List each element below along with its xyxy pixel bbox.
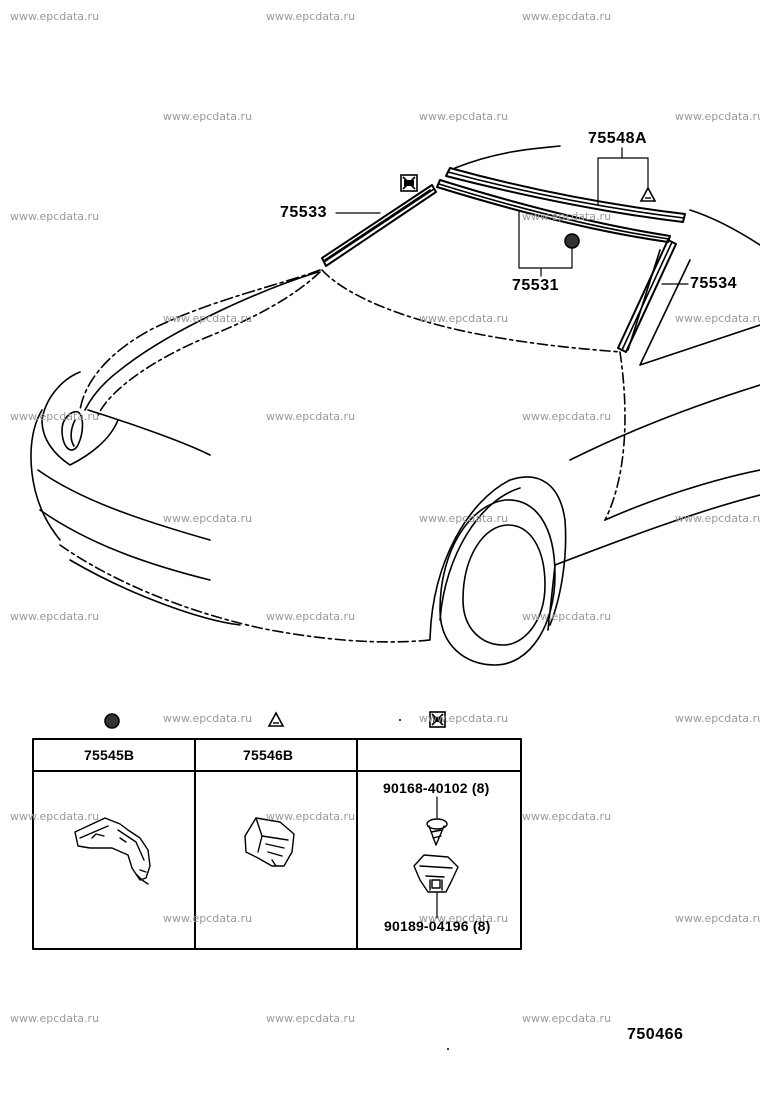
hood-crease: [84, 271, 319, 411]
watermark: www.epcdata.ru: [675, 712, 760, 725]
watermark: www.epcdata.ru: [522, 210, 612, 223]
watermark: www.epcdata.ru: [10, 1012, 100, 1025]
wheel-arch-inner: [439, 487, 521, 621]
watermark: www.epcdata.ru: [522, 810, 612, 823]
bumper-lower: [59, 544, 431, 643]
arch-lower-line: [547, 564, 556, 631]
watermark: www.epcdata.ru: [419, 512, 509, 525]
callout-75531: 75531: [512, 277, 559, 294]
watermark: www.epcdata.ru: [675, 110, 760, 123]
watermark: www.epcdata.ru: [266, 1012, 356, 1025]
windshield-left-edge: [324, 189, 431, 261]
nose-left: [30, 409, 61, 541]
watermark: www.epcdata.ru: [10, 410, 100, 423]
triangle-symbol-drawing: [639, 186, 657, 202]
molding-75533: [321, 184, 437, 267]
circle-symbol-drawing: [564, 233, 580, 249]
watermark: www.epcdata.ru: [419, 712, 509, 725]
hood-front: [87, 409, 211, 456]
table-header-75546B: 75546B: [243, 747, 294, 763]
square-symbol-drawing: [400, 174, 418, 192]
watermark: www.epcdata.ru: [266, 10, 356, 23]
watermark: www.epcdata.ru: [10, 210, 100, 223]
circle-symbol-legend: [104, 713, 120, 729]
screw-90168-40102: [426, 818, 448, 846]
watermark: www.epcdata.ru: [675, 912, 760, 925]
hood-left: [79, 269, 321, 411]
fender-top: [604, 351, 626, 521]
tire-inner: [462, 524, 546, 646]
tire-outer: [439, 499, 556, 666]
callout-75534: 75534: [690, 275, 737, 292]
watermark: www.epcdata.ru: [163, 712, 253, 725]
side-window: [639, 259, 760, 366]
leader-75531: [518, 211, 573, 277]
watermark: www.epcdata.ru: [10, 610, 100, 623]
callout-75533: 75533: [280, 204, 327, 221]
watermark: www.epcdata.ru: [163, 110, 253, 123]
headlamp-inner: [70, 419, 76, 447]
hood-center: [97, 271, 321, 416]
clip-75545B: [74, 817, 151, 885]
watermark: www.epcdata.ru: [266, 410, 356, 423]
watermark: www.epcdata.ru: [522, 1012, 612, 1025]
square-symbol-legend: [429, 711, 446, 728]
triangle-symbol-legend: [267, 711, 285, 727]
fastener-label-bottom: 90189-04196 (8): [384, 918, 491, 934]
bumper-bottom: [69, 559, 241, 626]
roof-right: [689, 209, 760, 246]
door-line: [569, 384, 760, 461]
watermark: www.epcdata.ru: [10, 10, 100, 23]
watermark: www.epcdata.ru: [266, 610, 356, 623]
windshield-bottom-edge: [321, 269, 621, 353]
lower-body: [554, 494, 760, 566]
watermark: www.epcdata.ru: [675, 312, 760, 325]
watermark: www.epcdata.ru: [266, 810, 356, 823]
bumper-mid: [39, 509, 211, 581]
rocker-line: [604, 469, 760, 521]
watermark: www.epcdata.ru: [419, 912, 509, 925]
molding-75548A: [445, 167, 686, 223]
watermark: www.epcdata.ru: [163, 312, 253, 325]
watermark: www.epcdata.ru: [675, 512, 760, 525]
watermark: www.epcdata.ru: [163, 512, 253, 525]
clip-75546B: [244, 817, 295, 867]
leader-75548A: [597, 147, 649, 206]
watermark: www.epcdata.ru: [522, 10, 612, 23]
diagram-number: 750466: [627, 1026, 684, 1043]
table-header-75545B: 75545B: [84, 747, 135, 763]
watermark: www.epcdata.ru: [419, 110, 509, 123]
watermark: www.epcdata.ru: [163, 912, 253, 925]
wheel-arch-outer: [429, 476, 567, 641]
watermark: www.epcdata.ru: [522, 610, 612, 623]
nut-90189-04196: [413, 854, 459, 893]
headlamp-outer: [41, 371, 119, 466]
parts-table: [32, 738, 522, 950]
callout-75548A: 75548A: [588, 130, 648, 147]
bumper-upper: [37, 469, 211, 541]
watermark: www.epcdata.ru: [419, 312, 509, 325]
molding-75534: [617, 239, 677, 353]
headlamp-lens: [61, 410, 84, 451]
roof-line: [454, 145, 561, 169]
watermark: www.epcdata.ru: [10, 810, 100, 823]
fastener-label-top: 90168-40102 (8): [383, 780, 490, 796]
watermark: www.epcdata.ru: [522, 410, 612, 423]
